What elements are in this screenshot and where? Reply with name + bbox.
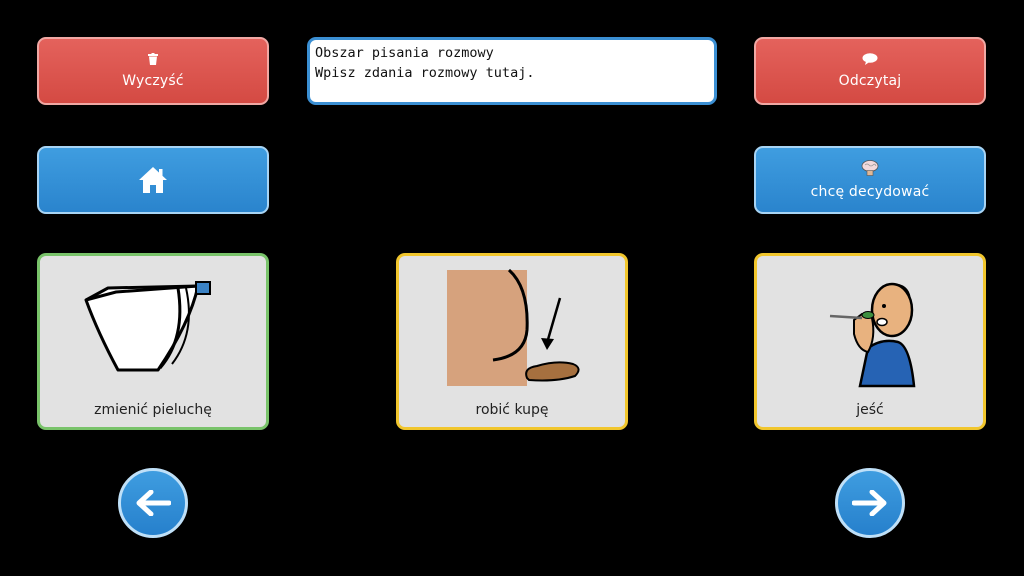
- next-page-button[interactable]: [835, 468, 905, 538]
- diaper-icon: [63, 268, 243, 388]
- card-label: zmienić pieluchę: [94, 402, 212, 418]
- card-label: robić kupę: [475, 402, 549, 418]
- prev-page-button[interactable]: [118, 468, 188, 538]
- eating-person-icon: [780, 268, 960, 388]
- conversation-text-area[interactable]: Obszar pisania rozmowy Wpisz zdania rozm…: [307, 37, 717, 105]
- home-button[interactable]: [37, 146, 269, 214]
- poop-icon: [422, 268, 602, 388]
- brain-icon: [861, 160, 879, 176]
- card-change-diaper[interactable]: zmienić pieluchę: [37, 253, 269, 430]
- arrow-right-icon: [851, 489, 888, 517]
- message-area-title: Obszar pisania rozmowy: [315, 45, 494, 61]
- card-label: jeść: [856, 402, 884, 418]
- read-aloud-button[interactable]: Odczytaj: [754, 37, 986, 105]
- card-eat[interactable]: jeść: [754, 253, 986, 430]
- speech-bubble-icon: [862, 53, 878, 65]
- home-icon: [138, 166, 168, 194]
- decide-button[interactable]: chcę decydować: [754, 146, 986, 214]
- card-poop[interactable]: robić kupę: [396, 253, 628, 430]
- clear-button[interactable]: Wyczyść: [37, 37, 269, 105]
- decide-button-label: chcę decydować: [810, 184, 930, 200]
- clear-button-label: Wyczyść: [122, 73, 184, 89]
- message-area-hint: Wpisz zdania rozmowy tutaj.: [315, 65, 535, 81]
- trash-icon: [148, 53, 158, 65]
- read-aloud-button-label: Odczytaj: [838, 73, 902, 89]
- arrow-left-icon: [135, 489, 172, 517]
